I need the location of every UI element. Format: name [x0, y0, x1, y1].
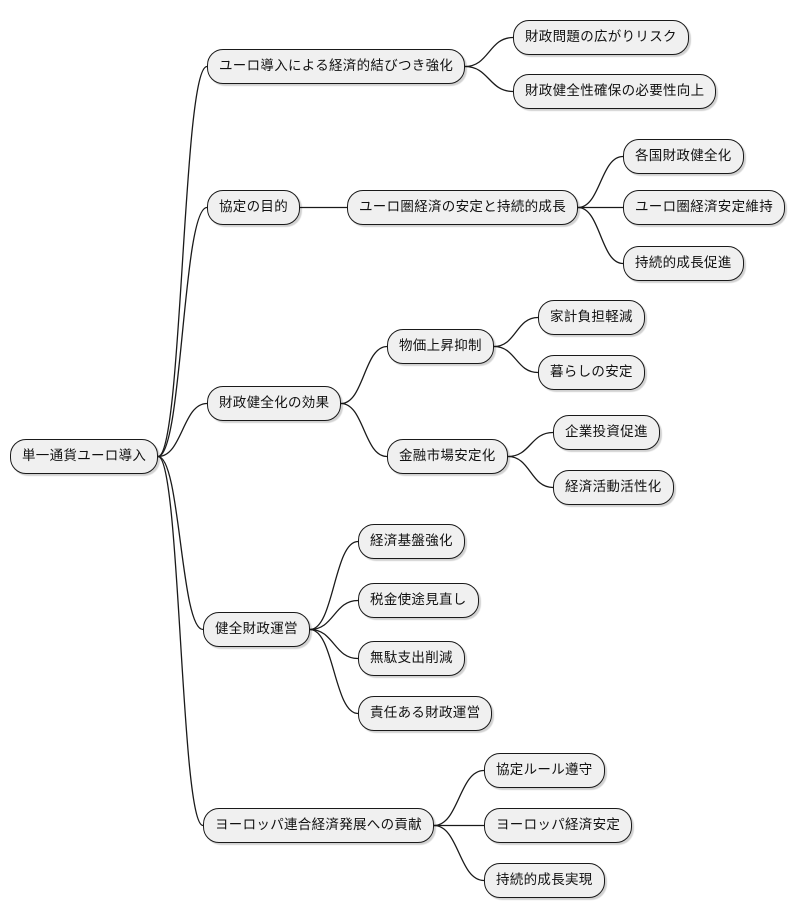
node-tax-usage-review[interactable]: 税金使途見直し — [358, 583, 479, 618]
node-sustainable-growth-realization[interactable]: 持続的成長実現 — [484, 863, 605, 898]
edge-connector — [433, 824, 485, 882]
edge-connector — [493, 316, 539, 348]
node-european-economy-stability[interactable]: ヨーロッパ経済安定 — [484, 808, 633, 843]
node-sustainable-growth-promotion[interactable]: 持続的成長促進 — [623, 246, 744, 281]
edge-connector — [577, 206, 624, 265]
node-living-stability[interactable]: 暮らしの安定 — [538, 355, 645, 390]
node-price-rise-suppression[interactable]: 物価上昇抑制 — [387, 329, 494, 364]
edge-connector — [309, 540, 359, 631]
node-financial-market-stabilization[interactable]: 金融市場安定化 — [387, 439, 508, 474]
edge-connector — [507, 431, 554, 458]
edge-connector — [340, 345, 388, 405]
node-national-fiscal-consolidation[interactable]: 各国財政健全化 — [623, 139, 744, 174]
edge-connector — [157, 455, 204, 631]
edge-connector — [157, 65, 208, 458]
node-economic-base-strengthening[interactable]: 経済基盤強化 — [358, 524, 465, 559]
node-fiscal-soundness-need[interactable]: 財政健全性確保の必要性向上 — [513, 74, 717, 109]
node-fiscal-consolidation-effects[interactable]: 財政健全化の効果 — [207, 386, 342, 421]
edge-connector — [433, 769, 485, 827]
node-agreement-purpose[interactable]: 協定の目的 — [207, 190, 300, 225]
node-economic-activity-vitalization[interactable]: 経済活動活性化 — [553, 470, 674, 505]
node-corporate-investment-promotion[interactable]: 企業投資促進 — [553, 415, 660, 450]
node-economic-ties-strengthening[interactable]: ユーロ導入による経済的結びつき強化 — [207, 49, 466, 84]
edge-connector — [507, 455, 554, 489]
node-eu-economic-development-contribution[interactable]: ヨーロッパ連合経済発展への貢献 — [203, 808, 434, 843]
edge-connector — [340, 402, 388, 458]
edge-connector — [309, 599, 359, 631]
node-sound-fiscal-management[interactable]: 健全財政運営 — [203, 612, 310, 647]
node-wasteful-spending-reduction[interactable]: 無駄支出削減 — [358, 641, 465, 676]
edge-connector — [157, 455, 204, 827]
node-eurozone-economy-stability[interactable]: ユーロ圏経済安定維持 — [623, 190, 785, 225]
edge-connector — [493, 345, 539, 374]
edge-connector — [309, 628, 359, 660]
node-agreement-rule-compliance[interactable]: 協定ルール遵守 — [484, 753, 605, 788]
edge-connector — [577, 155, 624, 209]
node-eurozone-stability-growth[interactable]: ユーロ圏経済の安定と持続的成長 — [347, 190, 578, 225]
node-household-burden-reduction[interactable]: 家計負担軽減 — [538, 300, 645, 335]
node-root-euro-adoption[interactable]: 単一通貨ユーロ導入 — [10, 439, 159, 474]
edge-connector — [464, 36, 514, 68]
node-fiscal-problem-spread-risk[interactable]: 財政問題の広がりリスク — [513, 20, 689, 55]
edge-connector — [309, 628, 359, 715]
node-responsible-fiscal-management[interactable]: 責任ある財政運営 — [358, 696, 493, 731]
edge-connector — [157, 206, 208, 458]
edge-connector — [464, 65, 514, 93]
edge-connector — [157, 402, 208, 458]
